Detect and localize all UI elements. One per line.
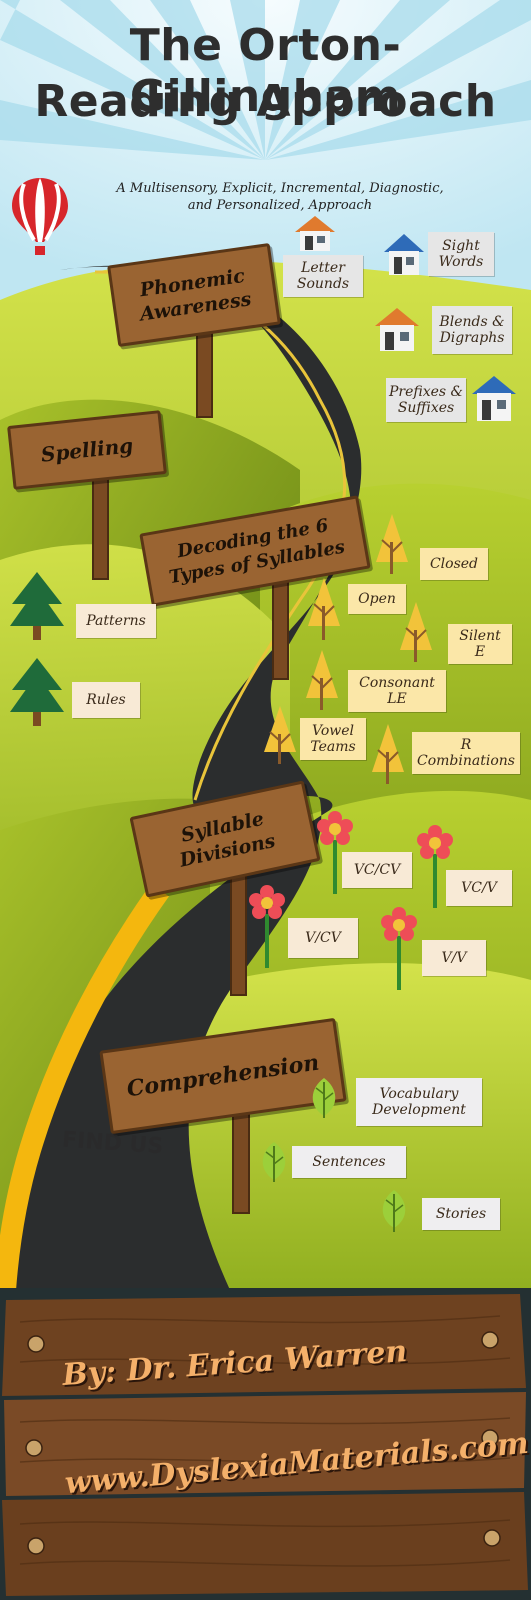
sign-post (196, 330, 213, 418)
label-r-combinations: R Combinations (412, 732, 520, 774)
house-icon (375, 308, 419, 351)
flower-icon (417, 825, 453, 908)
label-vocabulary-development: Vocabulary Development (356, 1078, 482, 1126)
label-blends-digraphs: Blends & Digraphs (432, 306, 512, 354)
label-vc-cv: VC/CV (342, 852, 412, 888)
road (0, 265, 362, 1291)
label-prefixes-suffixes: Prefixes & Suffixes (386, 378, 466, 422)
label-closed: Closed (420, 548, 488, 580)
yellow-tree-icon (372, 724, 404, 784)
leaf-icon (262, 1142, 286, 1182)
label-patterns: Patterns (76, 604, 156, 638)
evergreen-tree-icon (10, 658, 64, 726)
yellow-tree-icon (306, 650, 338, 710)
label-rules: Rules (72, 682, 140, 718)
label-letter-sounds: Letter Sounds (283, 255, 363, 297)
leaf-icon (382, 1190, 406, 1232)
label-v-cv: V/CV (288, 918, 358, 958)
flower-icon (249, 885, 285, 968)
label-consonant-le: Consonant LE (348, 670, 446, 712)
house-icon (472, 376, 516, 421)
page-title-line-2: Reading Approach (34, 76, 497, 127)
sun-rays (0, 0, 531, 160)
evergreen-tree-icon (10, 572, 64, 640)
label-v-v: V/V (422, 940, 486, 976)
yellow-tree-icon (400, 602, 432, 662)
sign-post (92, 472, 109, 580)
yellow-tree-icon (264, 706, 296, 764)
flower-icon (317, 811, 353, 894)
label-vowel-teams: Vowel Teams (300, 718, 366, 760)
hot-air-balloon-icon (12, 178, 68, 255)
house-icon (295, 216, 335, 251)
subtitle-line-1: A Multisensory, Explicit, Incremental, D… (116, 181, 444, 196)
yellow-tree-icon (376, 514, 408, 574)
label-open: Open (348, 584, 406, 614)
wooden-board-footer (0, 1292, 531, 1600)
label-vc-v: VC/V (446, 870, 512, 906)
road-line-bottom (0, 883, 169, 1291)
label-silent-e: Silent E (448, 624, 512, 664)
page-title-line-1: The Orton-Gillingham (129, 20, 402, 122)
flower-icon (381, 907, 417, 990)
label-stories: Stories (422, 1198, 500, 1230)
label-sight-words: Sight Words (428, 232, 494, 276)
leaf-icon (312, 1078, 336, 1118)
sign-post (230, 866, 247, 996)
yellow-tree-icon (308, 578, 340, 640)
label-sentences: Sentences (292, 1146, 406, 1178)
subtitle-line-2: and Personalized, Approach (187, 198, 373, 213)
house-icon (384, 234, 424, 275)
sign-post (272, 580, 289, 680)
